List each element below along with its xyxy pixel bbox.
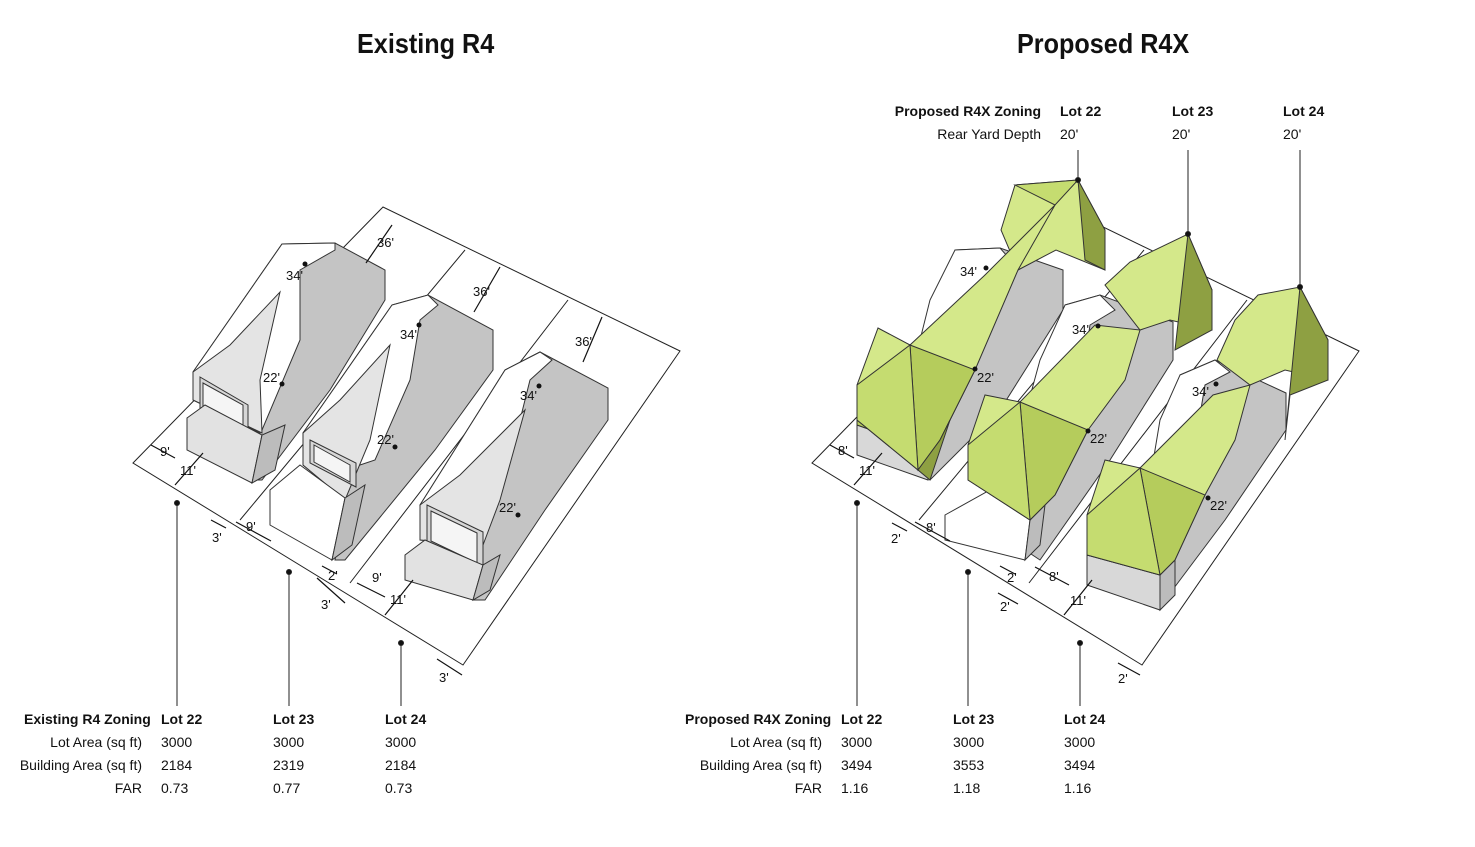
proposed-rear-lot-22-header: Lot 22 bbox=[1060, 103, 1102, 119]
proposed-ridge-height-lot-24: 34' bbox=[1192, 384, 1209, 399]
proposed-eave-height-lot-22: 22' bbox=[977, 370, 994, 385]
existing-building-area-label: Building Area (sq ft) bbox=[19, 757, 142, 773]
existing-lot-22-header: Lot 22 bbox=[161, 711, 203, 727]
proposed-front-dim-8: 11' bbox=[1070, 593, 1086, 608]
existing-building-lot-24 bbox=[404, 351, 609, 602]
existing-eave-height-lot-24: 22' bbox=[499, 500, 516, 515]
existing-building-area-lot-23: 2319 bbox=[273, 757, 305, 773]
existing-height-markers bbox=[279, 261, 542, 518]
existing-r4-title: Existing R4 bbox=[357, 28, 495, 59]
existing-rear-dim-lot-23: 36' bbox=[473, 284, 490, 299]
existing-rear-dimension-arrows bbox=[365, 224, 603, 363]
proposed-ridge-height-lot-23: 34' bbox=[1072, 322, 1089, 337]
proposed-front-dim-9: 2' bbox=[1118, 671, 1128, 686]
rear-yard-depth-lot-23: 20' bbox=[1172, 126, 1191, 142]
proposed-far-lot-22: 1.16 bbox=[841, 780, 869, 796]
proposed-front-dim-1: 8' bbox=[838, 443, 848, 458]
proposed-zoning-header: Proposed R4X Zoning bbox=[685, 711, 832, 727]
existing-far-lot-22: 0.73 bbox=[161, 780, 189, 796]
existing-leader-lines bbox=[174, 500, 404, 706]
proposed-rear-yard-table: Proposed R4X Zoning Lot 22 Lot 23 Lot 24… bbox=[860, 100, 1340, 150]
proposed-front-dim-7: 8' bbox=[1049, 569, 1059, 584]
proposed-ridge-height-lot-22: 34' bbox=[960, 264, 977, 279]
rear-yard-depth-lot-24: 20' bbox=[1283, 126, 1302, 142]
existing-lot-line bbox=[349, 299, 569, 584]
rear-yard-depth-label: Rear Yard Depth bbox=[937, 126, 1041, 142]
existing-far-lot-24: 0.73 bbox=[385, 780, 413, 796]
proposed-eave-height-lot-24: 22' bbox=[1210, 498, 1227, 513]
existing-lot-23-header: Lot 23 bbox=[273, 711, 315, 727]
existing-building-area-lot-24: 2184 bbox=[385, 757, 417, 773]
proposed-lot-area-label: Lot Area (sq ft) bbox=[730, 734, 822, 750]
existing-front-dim-3: 9' bbox=[246, 519, 256, 534]
existing-lot-area-lot-24: 3000 bbox=[385, 734, 417, 750]
existing-rear-dim-lot-22: 36' bbox=[377, 235, 394, 250]
proposed-building-lot-22 bbox=[856, 179, 1106, 481]
existing-front-dim-1: 9' bbox=[160, 444, 170, 459]
rear-yard-depth-lot-22: 20' bbox=[1060, 126, 1079, 142]
existing-front-dim-2: 11' bbox=[180, 463, 196, 478]
existing-lot-24-header: Lot 24 bbox=[385, 711, 427, 727]
existing-far-label: FAR bbox=[114, 780, 142, 796]
existing-far-lot-23: 0.77 bbox=[273, 780, 301, 796]
proposed-front-dim-6: 2' bbox=[1000, 599, 1010, 614]
proposed-far-lot-23: 1.18 bbox=[953, 780, 981, 796]
existing-building-lot-23 bbox=[269, 294, 494, 562]
proposed-r4x-title: Proposed R4X bbox=[1017, 28, 1190, 59]
proposed-lot-area-lot-24: 3000 bbox=[1064, 734, 1096, 750]
proposed-front-dim-2: 11' bbox=[859, 463, 875, 478]
existing-zoning-table: Existing R4 Zoning Lot 22 Lot 23 Lot 24 … bbox=[0, 708, 480, 808]
proposed-building-area-lot-23: 3553 bbox=[953, 757, 985, 773]
existing-rear-dim-lot-24: 36' bbox=[575, 334, 592, 349]
proposed-front-dim-4: 8' bbox=[926, 520, 936, 535]
existing-lot-area-label: Lot Area (sq ft) bbox=[50, 734, 142, 750]
proposed-zoning-table: Proposed R4X Zoning Lot 22 Lot 23 Lot 24… bbox=[660, 708, 1160, 808]
existing-front-dimension-arrows bbox=[150, 444, 463, 676]
existing-front-dim-4: 2' bbox=[328, 568, 338, 583]
existing-zoning-header: Existing R4 Zoning bbox=[24, 711, 151, 727]
existing-front-dim-5: 3' bbox=[212, 530, 222, 545]
existing-building-lot-22 bbox=[186, 242, 386, 484]
existing-eave-height-lot-22: 22' bbox=[263, 370, 280, 385]
proposed-lot-22-header: Lot 22 bbox=[841, 711, 883, 727]
proposed-lot-area-lot-23: 3000 bbox=[953, 734, 985, 750]
proposed-far-label: FAR bbox=[794, 780, 822, 796]
proposed-front-dim-3: 2' bbox=[891, 531, 901, 546]
proposed-lot-line bbox=[1028, 299, 1248, 584]
existing-front-dim-7: 11' bbox=[390, 592, 406, 607]
existing-front-dim-8: 3' bbox=[321, 597, 331, 612]
proposed-lot-24-header: Lot 24 bbox=[1064, 711, 1106, 727]
proposed-lot-23-header: Lot 23 bbox=[953, 711, 995, 727]
proposed-eave-height-lot-23: 22' bbox=[1090, 431, 1107, 446]
proposed-leader-lines bbox=[854, 150, 1303, 706]
existing-lot-area-lot-22: 3000 bbox=[161, 734, 193, 750]
existing-ridge-height-lot-22: 34' bbox=[286, 268, 303, 283]
proposed-building-area-lot-22: 3494 bbox=[841, 757, 873, 773]
existing-eave-height-lot-23: 22' bbox=[377, 432, 394, 447]
proposed-rear-lot-23-header: Lot 23 bbox=[1172, 103, 1214, 119]
proposed-building-lot-23 bbox=[944, 232, 1213, 562]
proposed-front-dim-5: 2' bbox=[1007, 570, 1017, 585]
existing-front-dim-9: 3' bbox=[439, 670, 449, 685]
proposed-rear-zoning-header: Proposed R4X Zoning bbox=[894, 103, 1041, 119]
existing-lot-area-lot-23: 3000 bbox=[273, 734, 305, 750]
proposed-rear-lot-24-header: Lot 24 bbox=[1283, 103, 1325, 119]
proposed-building-area-lot-24: 3494 bbox=[1064, 757, 1096, 773]
proposed-lot-area-lot-22: 3000 bbox=[841, 734, 873, 750]
existing-building-area-lot-22: 2184 bbox=[161, 757, 193, 773]
existing-front-dim-6: 9' bbox=[372, 570, 382, 585]
proposed-lot-line bbox=[918, 249, 1145, 521]
existing-ridge-height-lot-24: 34' bbox=[520, 388, 537, 403]
proposed-height-markers bbox=[972, 265, 1219, 501]
proposed-building-area-label: Building Area (sq ft) bbox=[699, 757, 822, 773]
existing-ridge-height-lot-23: 34' bbox=[400, 327, 417, 342]
proposed-far-lot-24: 1.16 bbox=[1064, 780, 1092, 796]
proposed-front-dimension-arrows bbox=[829, 444, 1141, 676]
proposed-building-lot-24 bbox=[1086, 285, 1329, 612]
